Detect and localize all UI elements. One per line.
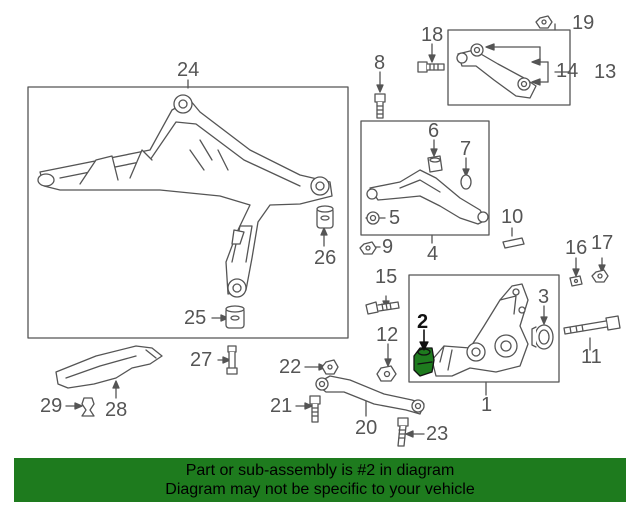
callout-11: 11 <box>581 346 602 368</box>
callout-21: 21 <box>270 395 293 417</box>
lateral-link-20 <box>315 375 425 415</box>
upper-arm-group-box <box>447 29 571 106</box>
callout-12: 12 <box>376 324 399 346</box>
callout-1: 1 <box>481 394 493 416</box>
nut-17 <box>591 269 609 283</box>
callout-3: 3 <box>538 286 550 308</box>
callout-28: 28 <box>105 399 128 421</box>
bolt-18 <box>417 61 445 73</box>
clip-16 <box>569 275 583 287</box>
callout-19: 19 <box>572 12 595 34</box>
callout-4: 4 <box>427 243 439 265</box>
washer-9 <box>359 241 377 255</box>
knuckle-drawing <box>431 283 529 377</box>
upper-arm-drawing <box>456 43 537 99</box>
callout-24: 24 <box>177 59 200 81</box>
bolt-21 <box>309 395 321 423</box>
bushing-2-highlighted <box>413 347 435 377</box>
bolt-27 <box>226 345 238 375</box>
nut-19 <box>535 15 553 29</box>
leader-lines <box>65 23 603 435</box>
subframe-drawing <box>37 94 333 298</box>
callout-27: 27 <box>190 349 213 371</box>
callout-17: 17 <box>591 232 614 254</box>
callout-10: 10 <box>501 206 524 228</box>
callout-9: 9 <box>382 236 394 258</box>
banner-line-1: Part or sub-assembly is #2 in diagram <box>185 462 455 479</box>
bushing-25 <box>225 305 245 329</box>
callout-22: 22 <box>279 356 302 378</box>
info-banner: Part or sub-assembly is #2 in diagram Di… <box>14 458 626 502</box>
callout-7: 7 <box>460 138 472 160</box>
callout-23: 23 <box>426 423 449 445</box>
bracket-28 <box>55 345 163 389</box>
callout-16: 16 <box>565 237 588 259</box>
callout-15: 15 <box>375 266 398 288</box>
bolt-23 <box>397 417 409 447</box>
callout-29: 29 <box>40 395 63 417</box>
hub-bearing-3 <box>531 324 554 350</box>
bushing-26 <box>316 205 334 229</box>
callout-20: 20 <box>355 417 378 439</box>
callout-26: 26 <box>314 247 337 269</box>
bolt-15 <box>365 301 400 315</box>
nut-12 <box>376 365 397 382</box>
callout-13: 13 <box>594 61 617 83</box>
callout-5: 5 <box>389 207 401 229</box>
bushing-2-arrowhead <box>419 341 429 351</box>
clip-29 <box>81 397 95 417</box>
nut-22 <box>321 359 339 375</box>
callout-18: 18 <box>421 24 444 46</box>
callout-8: 8 <box>374 52 386 74</box>
callout-6: 6 <box>428 120 440 142</box>
bolt-8 <box>374 93 386 119</box>
callout-2: 2 <box>417 311 429 333</box>
bolt-11 <box>563 315 621 335</box>
callout-14: 14 <box>556 60 579 82</box>
banner-line-2: Diagram may not be specific to your vehi… <box>165 481 475 498</box>
lower-arm-drawing <box>366 155 489 225</box>
callout-25: 25 <box>184 307 207 329</box>
pin-10 <box>502 237 525 249</box>
